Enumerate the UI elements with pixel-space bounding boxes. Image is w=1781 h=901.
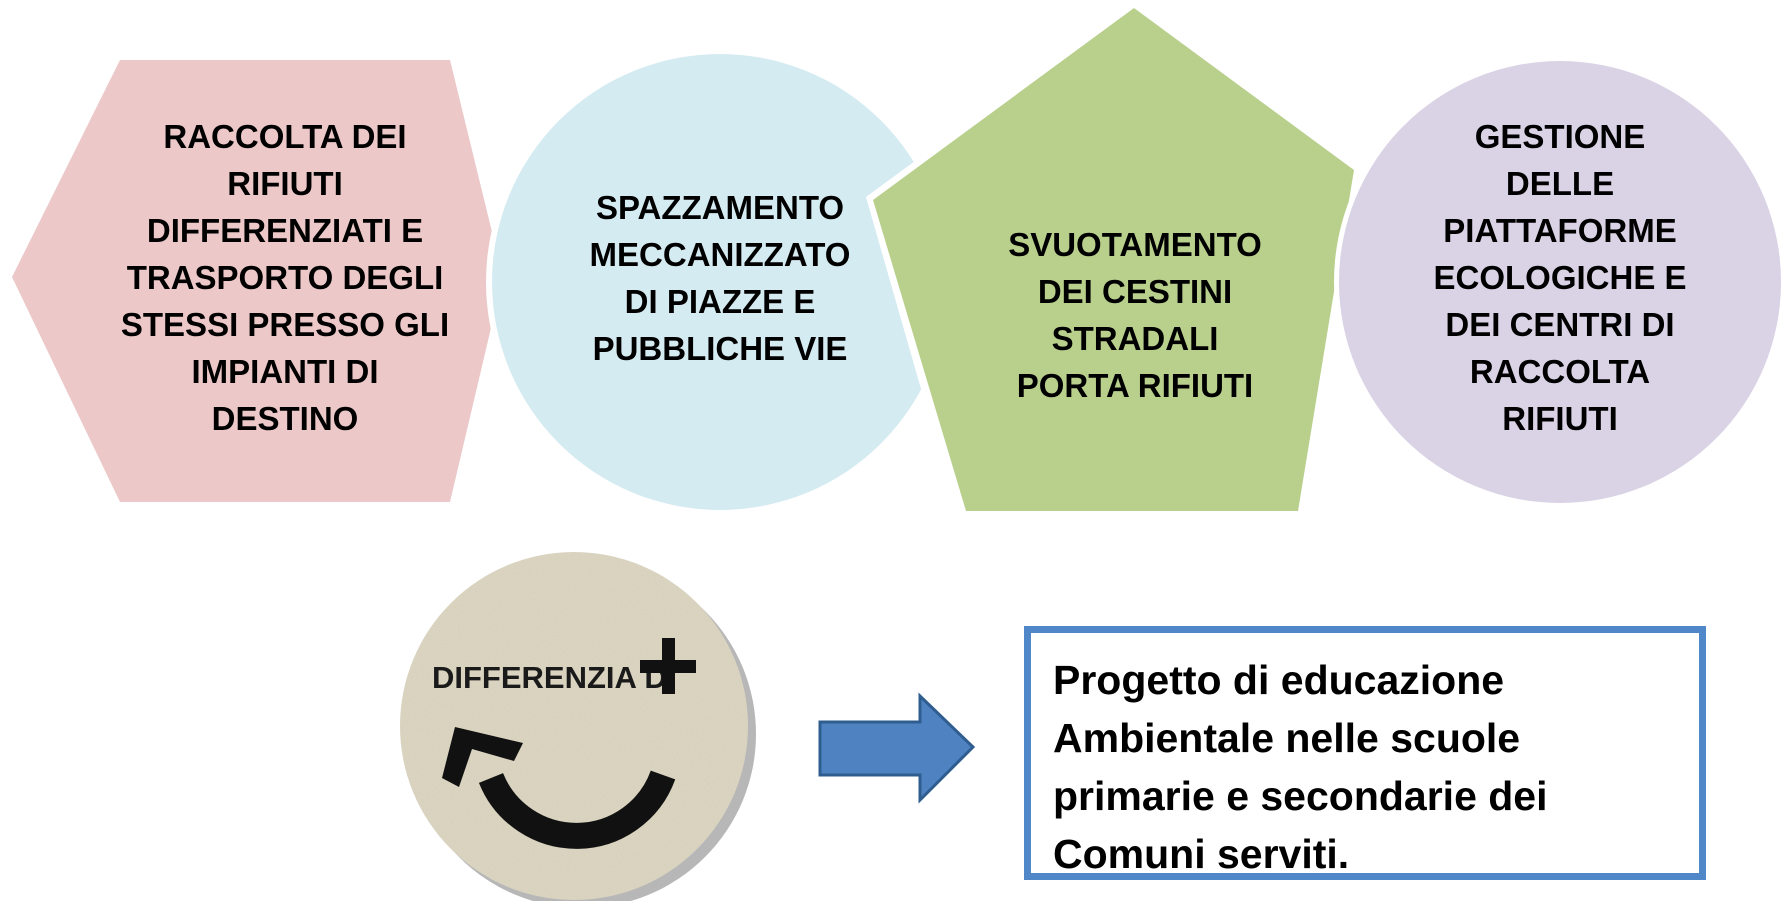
hexagon-raccolta — [12, 60, 503, 502]
logo-disc — [400, 552, 748, 900]
right-arrow-icon — [818, 692, 976, 804]
logo-badge: DIFFERENZIA DI — [400, 552, 756, 901]
raccolta-line: RACCOLTA DEI — [163, 118, 407, 155]
raccolta-line: STESSI PRESSO GLI — [120, 306, 450, 343]
pentagon-svuotamento — [873, 8, 1354, 511]
svuotamento-line: SVUOTAMENTO — [1008, 226, 1262, 263]
svuotamento-line: PORTA RIFIUTI — [1016, 367, 1254, 404]
gestione-line: RACCOLTA — [1469, 353, 1651, 390]
spazzamento-line: MECCANIZZATO — [589, 235, 851, 273]
gestione-line: RIFIUTI — [1502, 400, 1618, 437]
spazzamento-lines: MECCANIZZATO DI PIAZZE E PUBBLICHE VIE — [590, 231, 851, 372]
gestione-line: DELLE — [1505, 165, 1615, 202]
project-box: Progetto di educazione Ambientale nelle … — [1024, 626, 1706, 880]
gestione-line: DEI CENTRI DI — [1445, 306, 1675, 343]
spazzamento-heading: SPAZZAMENTO — [595, 188, 845, 226]
raccolta-line: DIFFERENZIATI E — [146, 212, 424, 249]
spazzamento-line: PUBBLICHE VIE — [592, 329, 848, 367]
circle-gestione — [1339, 61, 1781, 503]
svuotamento-line: STRADALI — [1051, 320, 1219, 357]
gestione-line: ECOLOGICHE E — [1433, 259, 1687, 296]
gestione-line: PIATTAFORME — [1443, 212, 1677, 249]
gestione-label: GESTIONE DELLE PIATTAFORME ECOLOGICHE E DEI … — [1400, 110, 1720, 445]
logo-text: DIFFERENZIA DI — [432, 660, 675, 695]
raccolta-label: RACCOLTA DEI RIFIUTI DIFFERENZIATI E TRASPO… — [110, 110, 460, 445]
svuotamento-line: DEI CESTINI — [1037, 273, 1233, 310]
plus-icon — [640, 638, 696, 694]
raccolta-line: TRASPORTO DEGLI — [126, 259, 444, 296]
spazzamento-label: SPAZZAMENTO MECCANIZZATO DI PIAZZE E PUBBL… — [565, 170, 875, 385]
raccolta-line: DESTINO — [211, 400, 359, 437]
circle-spazzamento — [492, 54, 948, 510]
raccolta-line: RIFIUTI — [227, 165, 343, 202]
gestione-line: GESTIONE — [1474, 118, 1646, 155]
project-text: Progetto di educazione Ambientale nelle … — [1053, 657, 1548, 877]
spazzamento-line: DI PIAZZE E — [624, 282, 816, 320]
raccolta-line: IMPIANTI DI — [191, 353, 379, 390]
svuotamento-label: SVUOTAMENTO DEI CESTINI STRADALI PORTA RIFI… — [980, 220, 1290, 410]
curved-arrow-icon — [442, 727, 676, 849]
